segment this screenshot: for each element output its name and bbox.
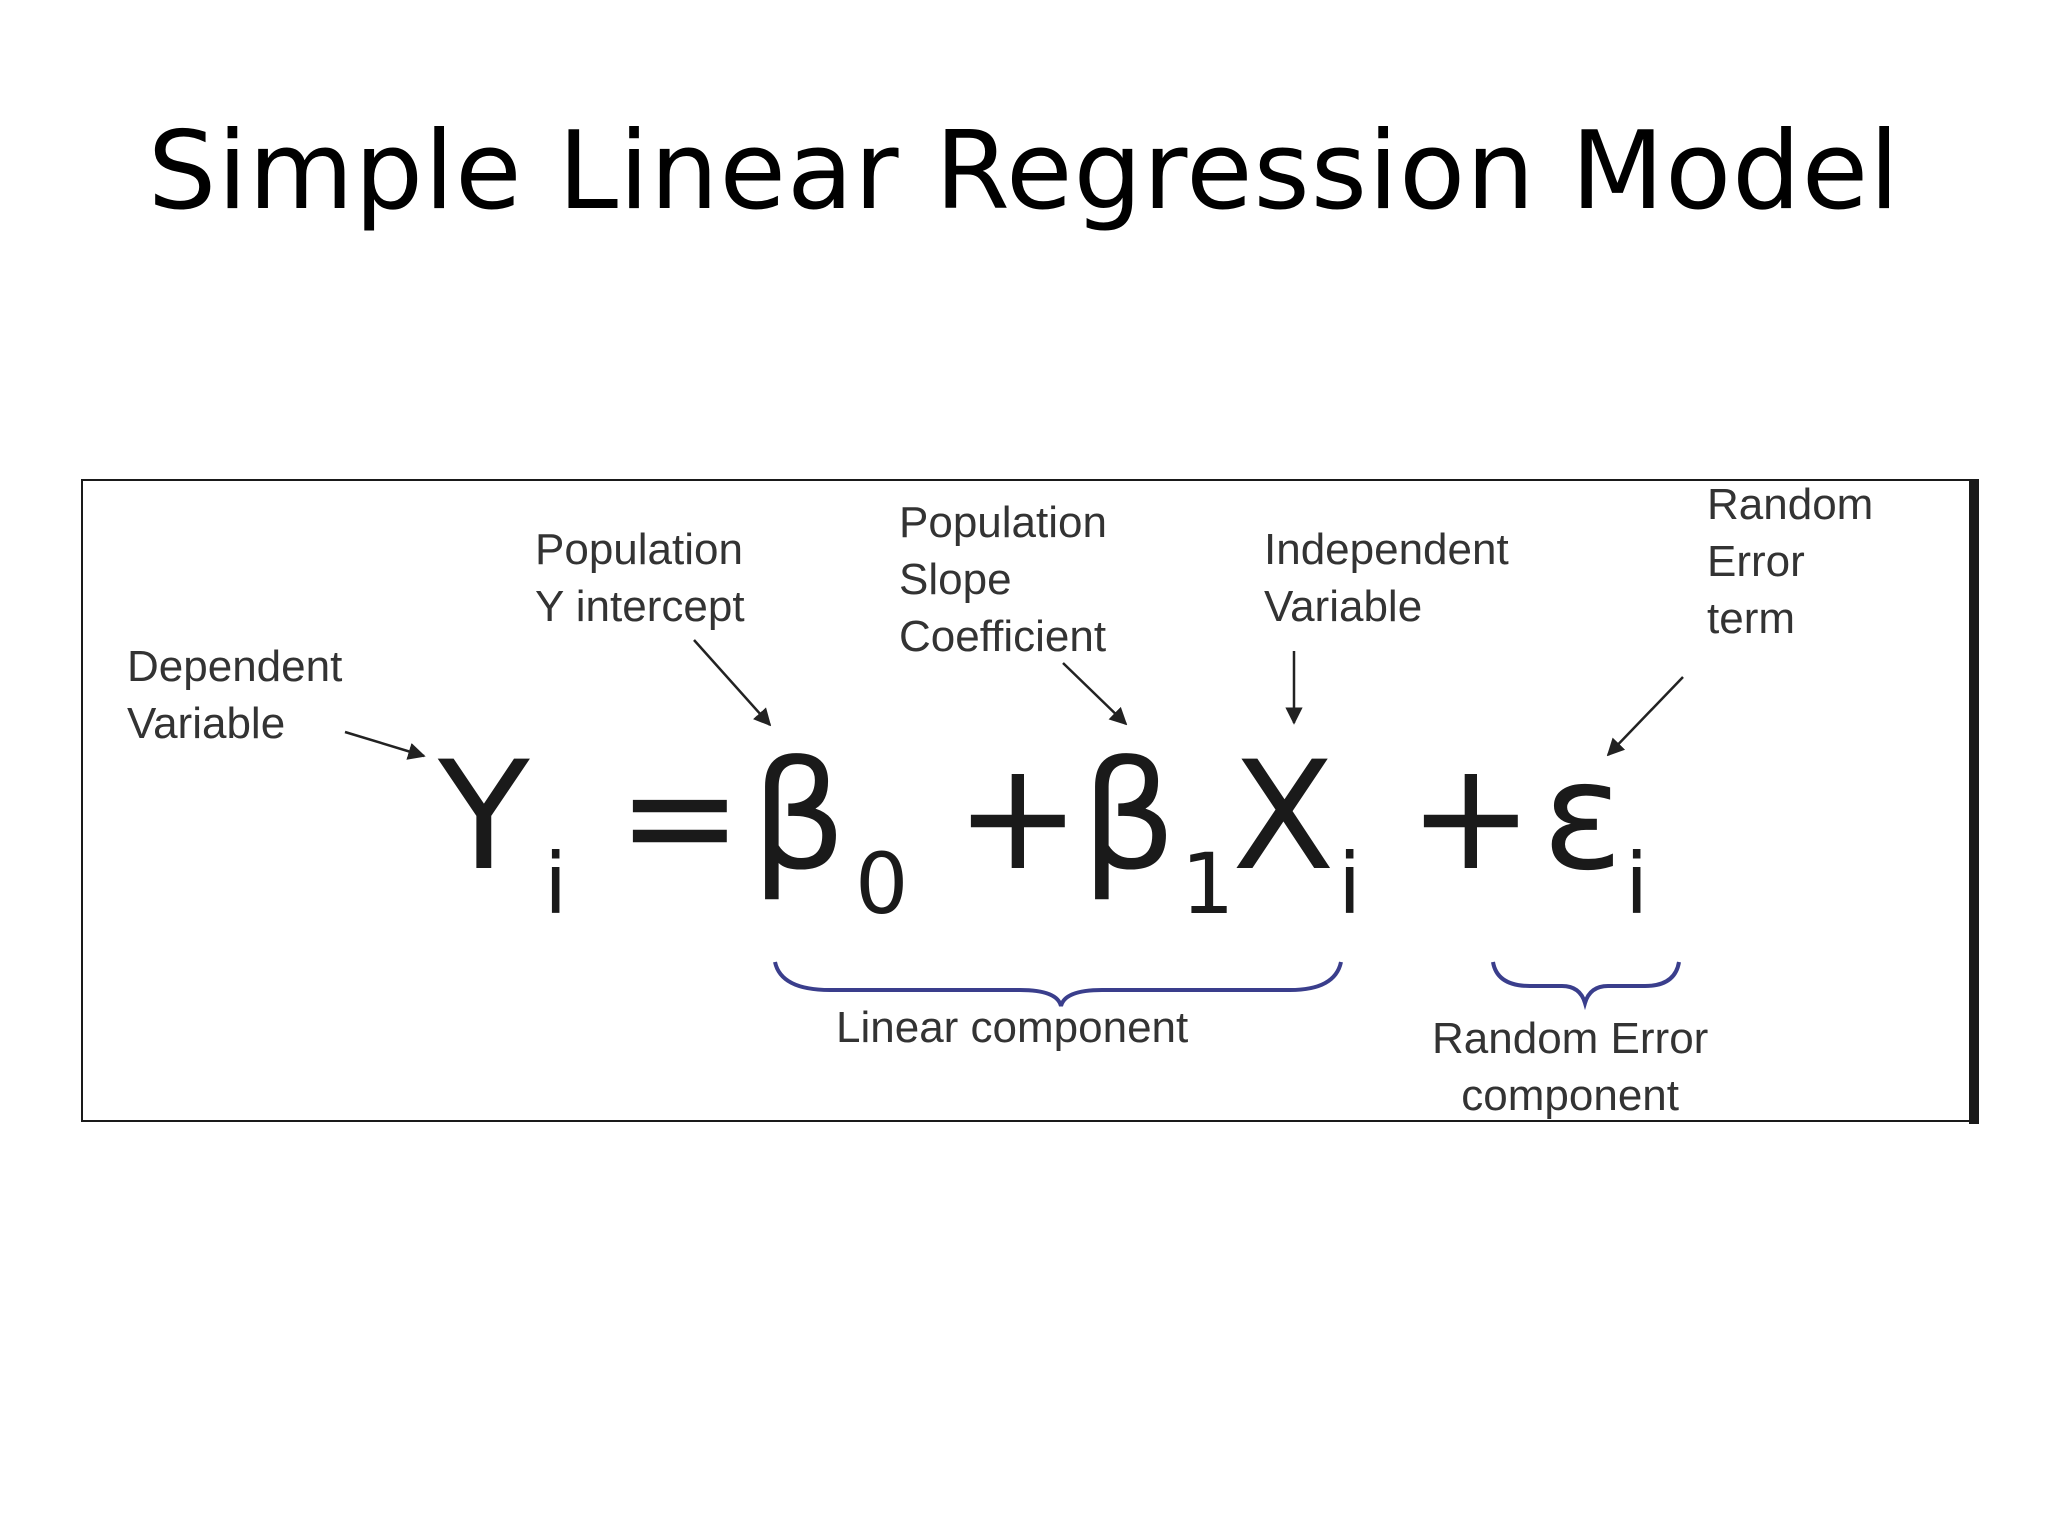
- dependent-variable-arrow: [344, 730, 426, 760]
- population-slope-label: Population Slope Coefficient: [899, 498, 1107, 661]
- equation-beta0-subscript: 0: [855, 835, 909, 933]
- equation-y-subscript: i: [544, 835, 568, 933]
- equation-beta0: β: [751, 730, 847, 904]
- random-error-component-label: Random Error component: [1432, 1014, 1709, 1120]
- equation-figure: [81, 479, 1979, 1122]
- equation-equals: =: [617, 730, 743, 904]
- equation-plus-1: +: [955, 730, 1081, 904]
- equation-plus-2: +: [1408, 730, 1534, 904]
- figure-border-shadow: [1969, 479, 1979, 1124]
- random-error-brace: [1491, 961, 1681, 1011]
- equation-x: X: [1232, 730, 1335, 904]
- population-intercept-label: Population Y intercept: [535, 525, 745, 631]
- brace-stroke-group: [773, 961, 1681, 1011]
- equation-epsilon-subscript: i: [1625, 835, 1649, 933]
- equation-epsilon: ε: [1542, 730, 1624, 904]
- slope-arrow: [1062, 662, 1128, 726]
- equation-x-subscript: i: [1338, 835, 1362, 933]
- error-term-arrow: [1606, 676, 1684, 757]
- linear-component-brace: [773, 961, 1343, 1007]
- slide-title: Simple Linear Regression Model: [147, 109, 1901, 234]
- intercept-arrow: [693, 639, 772, 727]
- dependent-variable-label: Dependent Variable: [127, 642, 343, 748]
- random-error-term-label: Random Error term: [1707, 480, 1874, 643]
- equation-y: Y: [438, 730, 530, 904]
- independent-variable-label: Independent Variable: [1264, 525, 1509, 631]
- equation-beta1: β: [1081, 730, 1177, 904]
- linear-component-label: Linear component: [836, 1003, 1189, 1052]
- equation-beta1-subscript: 1: [1181, 835, 1235, 933]
